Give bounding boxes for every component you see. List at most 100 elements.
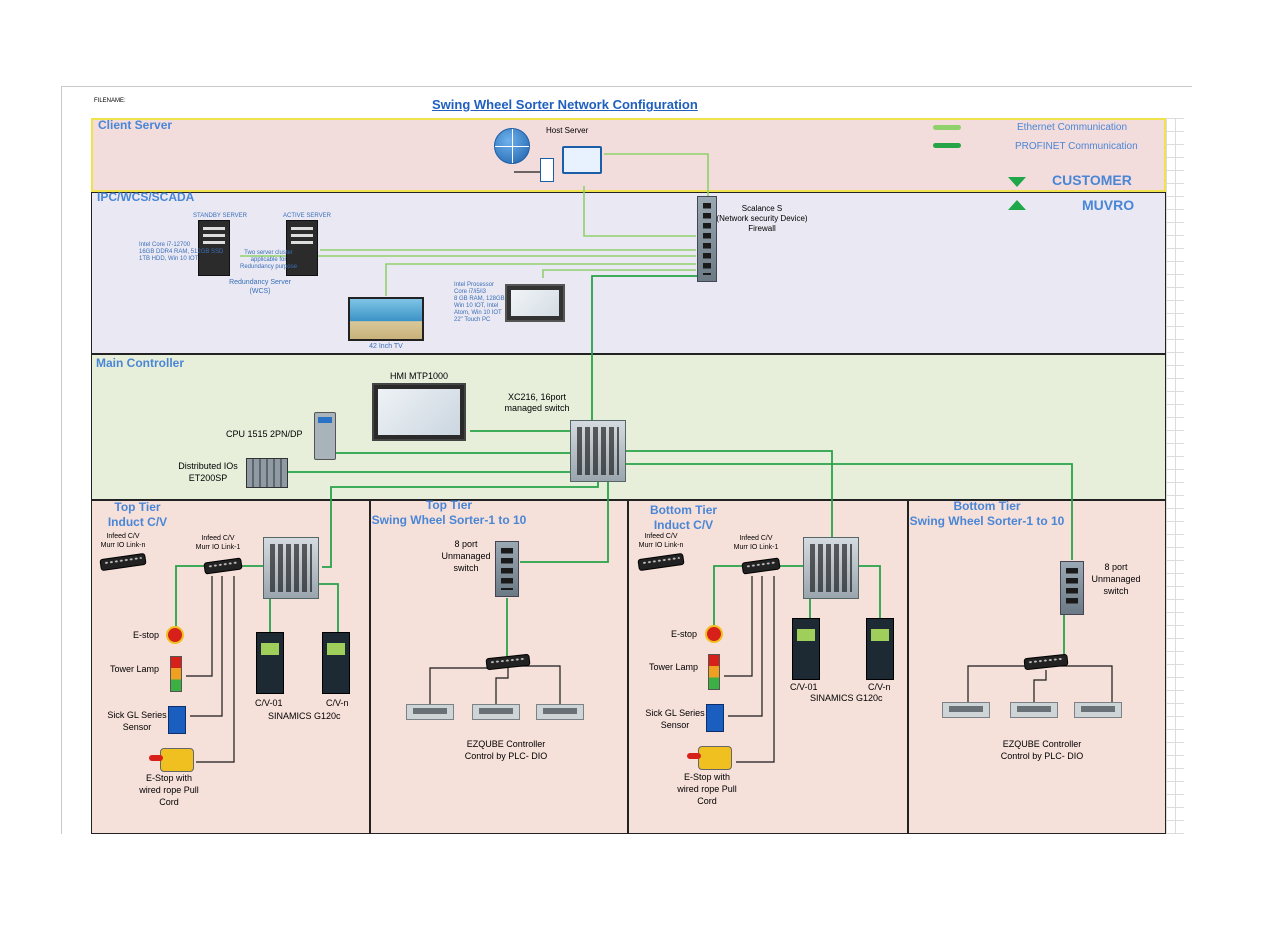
customer-arrow-icon	[1008, 177, 1026, 187]
bottom-sorter-label: Bottom Tier Swing Wheel Sorter-1 to 10	[909, 499, 1065, 528]
muvro-label: MUVRO	[1082, 197, 1135, 213]
touch-pc-icon	[505, 284, 565, 322]
top-induct-switch-icon	[263, 537, 319, 599]
active-server-icon	[286, 220, 318, 276]
customer-label: CUSTOMER	[1052, 172, 1132, 188]
client-server-zone	[91, 118, 1166, 192]
top-sick-sensor-icon	[168, 706, 186, 734]
top-infeed-to-estop-link	[175, 565, 205, 628]
bottom-tower-lamp-icon	[708, 654, 720, 690]
firewall-to-tv-link	[385, 263, 696, 296]
bottom-unmanaged-switch-icon	[1060, 561, 1084, 615]
firewall-to-xc216-link	[591, 275, 708, 420]
main-controller-label: Main Controller	[96, 356, 185, 370]
bottom-pullcord-estop-icon	[687, 746, 732, 770]
host-pc-icon	[540, 158, 554, 182]
sheet-left-border	[61, 86, 62, 834]
xc216-to-bottom-sorter-switch-link	[626, 463, 1073, 560]
top-infeed-n-label: Infeed C/V Murr IO Link-n	[100, 533, 146, 549]
bottom-tower-wire	[724, 576, 753, 677]
bottom-induct-switch-icon	[803, 537, 859, 599]
bottom-drive-cvn-icon	[866, 618, 894, 680]
top-pullcord-estop-icon	[149, 748, 194, 772]
cpu-label: CPU 1515 2PN/DP	[226, 429, 303, 439]
bottom-sinamics-label: SINAMICS G120c	[810, 693, 883, 703]
host-server-label: Host Server	[546, 126, 589, 135]
bottom-infeed-1-label: Infeed C/V Murr IO Link-1	[733, 535, 779, 551]
hmi-mtp1000-icon	[372, 383, 466, 441]
host-to-firewall-link	[604, 153, 709, 196]
top-sensor-wire	[190, 576, 223, 717]
bottom-switch-to-cvn-link	[858, 565, 881, 618]
xc216-managed-switch-icon	[570, 420, 626, 482]
xc216-to-bottom-induct-switch-link	[626, 450, 833, 560]
top-sensor-label: Sick GL Series Sensor	[107, 710, 167, 732]
xc216-to-top-induct-switch-link	[322, 482, 599, 568]
bottom-infeed-to-estop-link	[713, 565, 744, 628]
diagram-title: Swing Wheel Sorter Network Configuration	[432, 97, 698, 112]
top-infeed-1-label: Infeed C/V Murr IO Link-1	[195, 535, 241, 551]
bottom-ezqube3-wire	[1060, 665, 1113, 704]
bottom-cvn-label: C/V-n	[868, 682, 891, 692]
xc216-switch-label: XC216, 16port managed switch	[504, 392, 570, 413]
ipc-wcs-scada-zone	[91, 192, 1166, 354]
top-tower-lamp-icon	[170, 656, 182, 692]
top-ezqube-label: EZQUBE Controller Control by PLC- DIO	[464, 739, 548, 761]
top-cvn-label: C/V-n	[326, 698, 349, 708]
redundancy-server-label: Redundancy Server (WCS)	[229, 279, 291, 295]
ipc-label: IPC/WCS/SCADA	[97, 190, 195, 204]
bottom-cv01-label: C/V-01	[790, 682, 818, 692]
top-drive-cv01-icon	[256, 632, 284, 694]
bottom-pullcord-label: E-Stop with wired rope Pull Cord	[677, 772, 737, 806]
bottom-estop-icon	[705, 625, 723, 643]
bottom-ezqube2-wire	[1033, 670, 1047, 704]
profinet-legend-swatch	[933, 143, 961, 148]
firewall-label: Scalance S (Network security Device) Fir…	[716, 204, 808, 233]
bottom-sensor-label: Sick GL Series Sensor	[645, 708, 705, 730]
top-tower-lamp-label: Tower Lamp	[110, 664, 160, 674]
bottom-ezqube-label: EZQUBE Controller Control by PLC- DIO	[1000, 739, 1084, 761]
standby-server-label: STANDBY SERVER	[193, 213, 248, 219]
cpu-1515-icon	[314, 412, 336, 460]
top-sorter-switch-label: 8 port Unmanaged switch	[441, 539, 491, 573]
filename-label: FILENAME:	[94, 98, 126, 104]
server-specs-text: Intel Core i7-12700 16GB DDR4 RAM, 512GB…	[139, 242, 224, 262]
top-sinamics-label: SINAMICS G120c	[268, 711, 341, 721]
top-estop-label: E-stop	[133, 630, 160, 640]
scalance-firewall-device	[697, 196, 717, 282]
top-ezqube2-wire	[495, 668, 509, 706]
profinet-legend-label: PROFINET Communication	[1015, 141, 1138, 152]
tv-label: 42 Inch TV	[369, 343, 403, 350]
bottom-induct-label: Bottom Tier Induct C/V	[649, 503, 718, 532]
active-server-label: ACTIVE SERVER	[283, 213, 331, 219]
bottom-infeed-n-label: Infeed C/V Murr IO Link-n	[638, 533, 684, 549]
top-tower-wire	[186, 576, 213, 677]
laptop-icon	[562, 146, 602, 174]
bottom-sensor-wire	[728, 576, 763, 717]
bottom-estop-label: E-stop	[671, 629, 698, 639]
firewall-to-hmi-link	[542, 269, 696, 278]
top-sorter-label: Top Tier Swing Wheel Sorter-1 to 10	[371, 498, 527, 527]
bottom-tower-lamp-label: Tower Lamp	[649, 662, 699, 672]
spreadsheet-grid-strip	[1166, 118, 1184, 834]
top-ezqube-controller-2	[472, 704, 520, 720]
bottom-sick-sensor-icon	[706, 704, 724, 732]
client-server-label: Client Server	[98, 118, 173, 132]
muvro-arrow-icon	[1008, 200, 1026, 210]
bottom-ezqube-controller-2	[1010, 702, 1058, 718]
bottom-pullcord-wire	[736, 576, 775, 763]
sheet-top-border	[62, 86, 1192, 87]
bottom-sorter-switch-label: 8 port Unmanaged switch	[1091, 562, 1141, 596]
top-ezqube-controller-3	[536, 704, 584, 720]
et200sp-icon	[246, 458, 288, 488]
ethernet-legend-swatch	[933, 125, 961, 130]
firewall-to-laptop-link	[583, 186, 696, 237]
internet-globe-icon	[494, 128, 530, 164]
bottom-ezqube-controller-3	[1074, 702, 1122, 718]
bottom-drive-cv01-icon	[792, 618, 820, 680]
hmi-mtp1000-label: HMI MTP1000	[390, 371, 449, 381]
standby-server-icon	[198, 220, 230, 276]
top-cv01-label: C/V-01	[255, 698, 283, 708]
top-pullcord-label: E-Stop with wired rope Pull Cord	[139, 773, 199, 807]
top-induct-label: Top Tier Induct C/V	[107, 500, 168, 529]
